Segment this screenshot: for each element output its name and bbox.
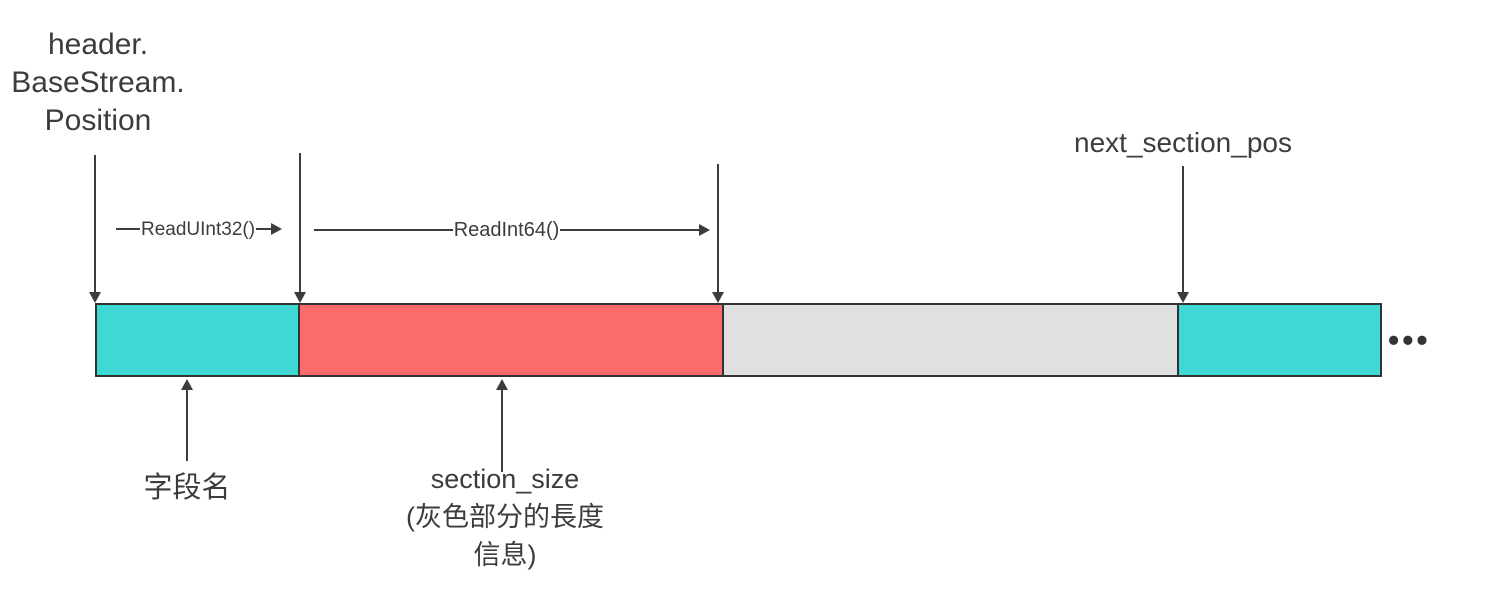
field-name-label: 字段名 xyxy=(143,472,231,504)
stream-position-line: Position xyxy=(44,104,152,137)
read-uint32-label: ReadUInt32() xyxy=(141,218,256,240)
next-section-segment xyxy=(1177,305,1380,375)
arrow-shaft xyxy=(717,164,719,294)
arrow-down-icon xyxy=(712,292,724,303)
arrow-line xyxy=(560,229,699,231)
arrow-shaft xyxy=(1182,166,1184,294)
arrow-down-icon xyxy=(89,292,101,303)
section-size-label: section_size (灰色部分的長度 信息) xyxy=(360,460,650,574)
down-arrow-size-end xyxy=(712,164,724,303)
down-arrow-stream-position xyxy=(89,155,101,303)
arrow-line xyxy=(116,228,140,230)
arrow-shaft xyxy=(299,153,301,294)
arrow-right-icon xyxy=(271,223,282,235)
field-name-segment xyxy=(97,305,298,375)
section-size-line: section_size xyxy=(430,464,580,494)
down-arrow-field-end xyxy=(294,153,306,303)
arrow-down-icon xyxy=(1177,292,1189,303)
arrow-shaft xyxy=(501,388,503,472)
ellipsis-label: ••• xyxy=(1388,322,1431,358)
byte-stream-bar xyxy=(95,303,1382,377)
section-data-segment xyxy=(722,305,1177,375)
up-arrow-field-name xyxy=(181,379,193,461)
section-size-segment xyxy=(298,305,722,375)
up-arrow-section-size xyxy=(496,379,508,472)
next-section-pos-label: next_section_pos xyxy=(1074,127,1292,158)
arrow-line xyxy=(256,228,271,230)
read-uint32-arrow: ReadUInt32() xyxy=(116,218,282,240)
stream-position-line: header. xyxy=(47,28,149,61)
arrow-line xyxy=(314,229,453,231)
read-int64-label: ReadInt64() xyxy=(453,219,560,241)
arrow-right-icon xyxy=(699,224,710,236)
arrow-up-icon xyxy=(496,379,508,390)
arrow-down-icon xyxy=(294,292,306,303)
stream-position-label: header. BaseStream. Position xyxy=(5,26,191,140)
down-arrow-next-section xyxy=(1177,166,1189,303)
section-size-line: 信息) xyxy=(473,540,537,570)
section-size-line: (灰色部分的長度 xyxy=(406,502,604,532)
stream-position-line: BaseStream. xyxy=(11,66,185,99)
arrow-shaft xyxy=(94,155,96,294)
arrow-shaft xyxy=(186,388,188,461)
arrow-up-icon xyxy=(181,379,193,390)
read-int64-arrow: ReadInt64() xyxy=(314,219,710,241)
